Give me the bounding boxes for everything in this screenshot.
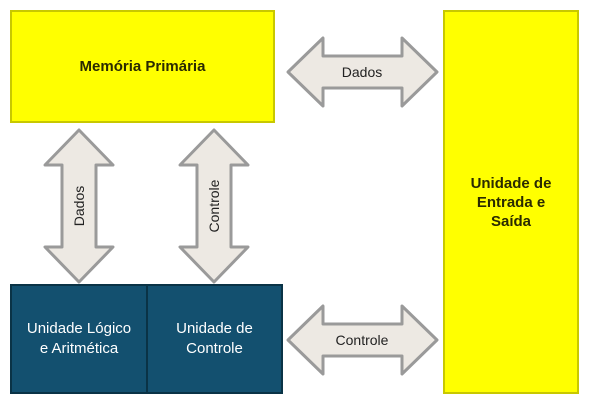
- memoria-primaria-label: Memória Primária: [79, 58, 206, 75]
- unidade-controle-label: Unidade de Controle: [176, 320, 253, 357]
- arrow-memoria-ula: Dados: [43, 128, 115, 284]
- memoria-primaria-block: Memória Primária: [10, 10, 275, 123]
- arrow-memoria-ula-label: Dados: [71, 186, 87, 226]
- arrow-memoria-controle-label: Controle: [206, 179, 222, 232]
- arrow-memoria-io-label: Dados: [342, 64, 382, 80]
- arrow-memoria-io: Dados: [286, 36, 439, 108]
- ula-label: Unidade Lógico e Aritmética: [26, 320, 132, 357]
- entrada-saida-label: Unidade de Entrada e Saída: [470, 174, 552, 230]
- entrada-saida-block: Unidade de Entrada e Saída: [443, 10, 579, 394]
- arrow-memoria-controle: Controle: [178, 128, 250, 284]
- unidade-controle-block: Unidade de Controle: [147, 284, 283, 394]
- ula-block: Unidade Lógico e Aritmética: [10, 284, 147, 394]
- arrow-controle-io: Controle: [286, 304, 439, 376]
- arrow-controle-io-label: Controle: [336, 332, 389, 348]
